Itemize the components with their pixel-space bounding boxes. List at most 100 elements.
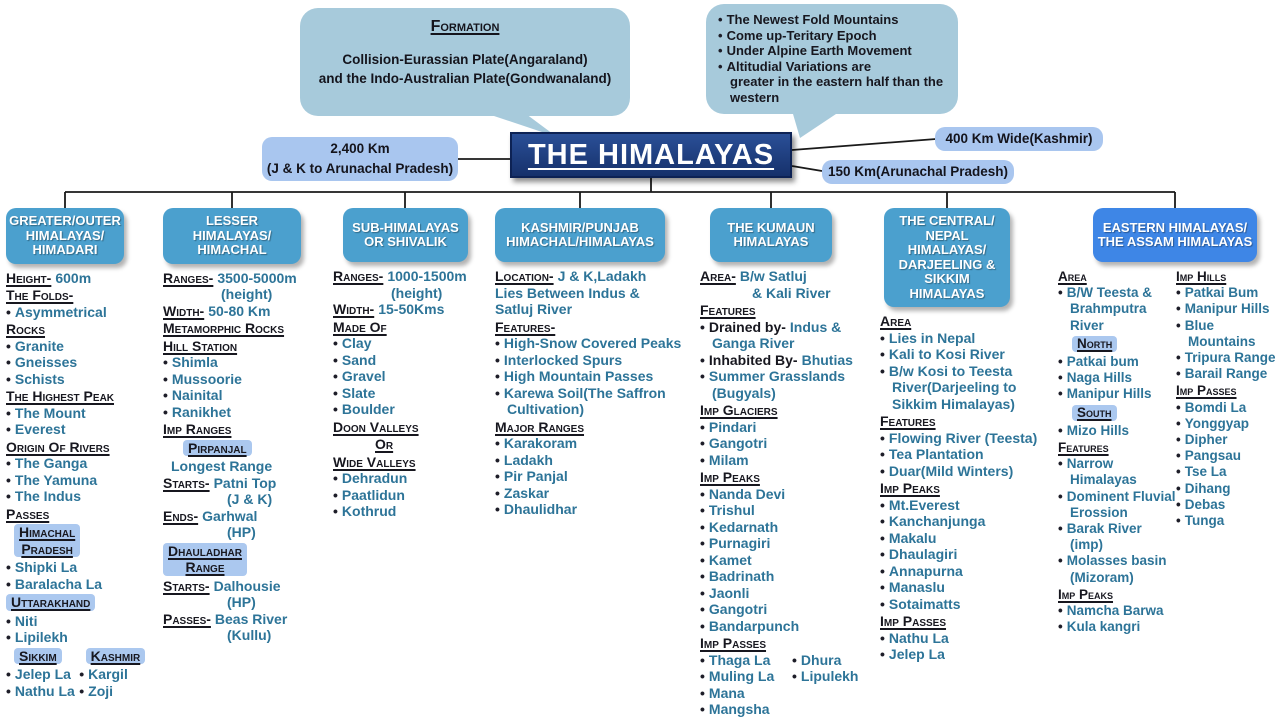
continuation-line: (J & K) (227, 491, 273, 507)
bullet-icon: • (1058, 285, 1063, 301)
bullet-item: •The Yamuna (6, 471, 98, 488)
bullet-icon: • (495, 468, 500, 484)
bullet-item: •Gneisses (6, 354, 78, 370)
bullet-icon: • (792, 651, 797, 668)
continuation-line: (height) (391, 284, 443, 301)
bullet-item: •Nainital (163, 387, 223, 403)
bullet-icon: • (333, 351, 338, 368)
bullet-item: •Tea Plantation (880, 446, 984, 462)
continuation-line: Lies Between Indus & (495, 284, 640, 301)
key-value-line: Width-15-50Kms (333, 301, 445, 317)
section-heading: Features (700, 302, 756, 318)
bullet-item: •Asymmetrical (6, 303, 107, 320)
highlight-heading: South (1058, 404, 1176, 421)
bullet-icon: • (700, 551, 705, 568)
bullet-icon: • (6, 370, 11, 387)
bullet-item: •Gravel (333, 368, 386, 384)
facts-list: •The Newest Fold Mountains•Come up-Terit… (718, 12, 950, 106)
bullet-item: •Slate (333, 384, 376, 401)
bullet-icon: • (880, 496, 885, 513)
bullet-icon: • (880, 362, 885, 379)
bullet-icon: • (1058, 619, 1063, 635)
bullet-item: •Gangotri (700, 435, 768, 451)
bullet-item: •Shipki La (6, 559, 78, 575)
bullet-item: •Lies in Nepal (880, 329, 976, 346)
continuation-line: Satluj River (495, 301, 573, 317)
width-kashmir-label: 400 Km Wide(Kashmir) (935, 127, 1103, 151)
continuation-line: Longest Range (171, 458, 273, 474)
bullet-item: •Jaonli (700, 584, 750, 601)
bullet-item: •Barak River (imp) (1058, 521, 1142, 553)
bullet-icon: • (495, 368, 500, 384)
bullet-icon: • (495, 335, 500, 351)
section-heading: Origin Of Rivers (6, 438, 110, 455)
bullet-item: •Dhaulagiri (880, 546, 958, 562)
bullet-icon: • (1176, 448, 1181, 464)
bullet-icon: • (700, 601, 705, 617)
bullet-icon: • (880, 629, 885, 646)
bullet-icon: • (700, 668, 705, 684)
length-label: 2,400 Km (J & K to Arunachal Pradesh) (262, 137, 458, 181)
highlight-heading: Pirpanjal (163, 439, 335, 456)
bullet-icon: • (495, 384, 500, 401)
column-header: THE KUMAUN HIMALAYAS (710, 208, 832, 262)
bullet-item: •Bandarpunch (700, 617, 800, 634)
bullet-item: •Nanda Devi (700, 485, 786, 502)
bullet-icon: • (6, 303, 11, 320)
bullet-item: •Duar(Mild Winters) (880, 462, 1014, 479)
bullet-item: •Pangsau (1176, 448, 1242, 464)
bullet-item: •Mana (700, 684, 745, 701)
bullet-item: •Badrinath (700, 568, 775, 584)
bullet-item: •Kanchanjunga (880, 513, 986, 529)
bullet-icon: • (333, 368, 338, 384)
section-heading: Imp Ranges (163, 421, 232, 437)
section-heading: Features (880, 413, 936, 429)
bullet-item: •Dehradun (333, 470, 408, 486)
bullet-item: •Purnagiri (700, 535, 771, 551)
formation-body: Collision-Eurassian Plate(Angaraland) an… (318, 52, 612, 86)
bullet-icon: • (880, 329, 885, 346)
key-value-line: Ends-Garhwal (163, 507, 258, 524)
bullet-item: •Annapurna (880, 562, 963, 579)
bullet-icon: • (1176, 432, 1181, 448)
bullet-item: •Karewa Soil(The Saffron Cultivation) (495, 384, 666, 418)
bullet-item: •Paatlidun (333, 486, 405, 503)
section-heading: Imp Peaks (880, 480, 940, 496)
column-lesser-himalayas: LESSER HIMALAYAS/ HIMACHAL Ranges-3500-5… (163, 208, 335, 644)
column-kashmir-punjab: KASHMIR/PUNJAB HIMACHAL/HIMALAYAS Locati… (495, 208, 695, 518)
bullet-icon: • (163, 387, 168, 403)
bullet-icon: • (6, 421, 11, 437)
bullet-icon: • (1176, 399, 1181, 415)
continuation-line: (height) (221, 286, 273, 302)
column-sub-himalayas: SUB-HIMALAYAS OR SHIVALIK Ranges-1000-15… (333, 208, 493, 520)
key-value-line: Width-50-80 Km (163, 302, 271, 319)
sub-column: Imp Hills•Patkai Bum•Manipur Hills•Blue … (1176, 268, 1278, 635)
bullet-icon: • (700, 451, 705, 468)
bullet-item: •High Mountain Passes (495, 368, 654, 384)
bullet-item: •Dhaulidhar (495, 501, 578, 517)
bullet-icon: • (880, 446, 885, 462)
bullet-icon: • (1058, 521, 1063, 537)
bullet-icon: • (700, 651, 705, 668)
bullet-item: •Nathu La (880, 629, 949, 646)
fact-bullet: •The Newest Fold Mountains (718, 12, 899, 27)
highlight-heading: Uttarakhand (6, 594, 158, 611)
bullet-icon: • (6, 629, 11, 645)
bullet-icon: • (718, 58, 723, 74)
bullet-item: •Debas (1176, 496, 1226, 512)
bullet-item: •Schists (6, 370, 65, 387)
bullet-item: •Zaskar (495, 484, 550, 501)
bullet-icon: • (6, 337, 11, 354)
bullet-item: •Dipher (1176, 432, 1228, 448)
section-heading: Area (1058, 269, 1087, 284)
bullet-icon: • (333, 486, 338, 503)
key-value-line: Area-B/w Satluj (700, 268, 807, 284)
bullet-icon: • (700, 535, 705, 551)
section-heading: Imp Passes (700, 635, 767, 651)
bullet-icon: • (1058, 603, 1063, 619)
bullet-icon: • (880, 595, 885, 612)
bullet-item: •Kamet (700, 551, 752, 568)
bullet-item: •Boulder (333, 401, 395, 417)
bullet-item: •Gangotri (700, 601, 768, 617)
